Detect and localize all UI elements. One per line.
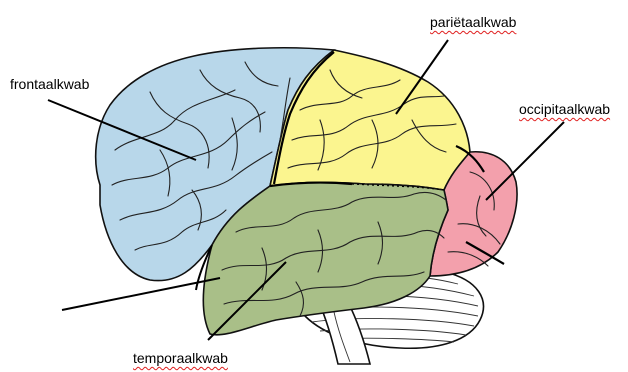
temporal-lobe-label: temporaalkwab — [133, 350, 228, 366]
frontal-lobe-label: frontaalkwab — [10, 76, 89, 92]
unlabeled-pointer — [62, 278, 220, 310]
parietal-lobe-label: pariëtaalkwab — [430, 14, 516, 30]
occipital-lobe-label: occipitaalkwab — [519, 101, 610, 117]
